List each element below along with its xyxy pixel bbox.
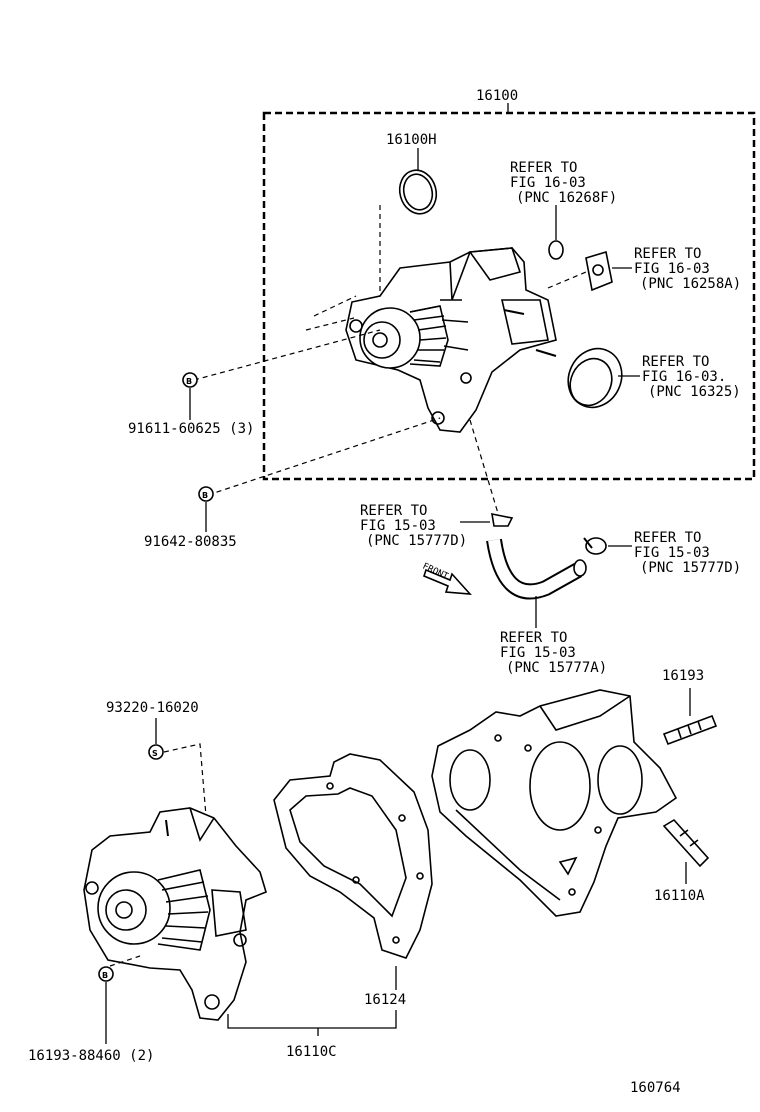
svg-text:B: B [102, 971, 108, 980]
water-pump-lower-icon [83, 807, 267, 1021]
refer-15777d-left: REFER TO FIG 15-03 (PNC 15777D) [360, 503, 467, 549]
label-91642: 91642-80835 [144, 534, 237, 550]
o-ring-icon [379, 148, 438, 300]
refer-15777a: REFER TO FIG 15-03 (PNC 15777A) [500, 630, 607, 676]
refer-16325: REFER TO FIG 16-03. (PNC 16325) [642, 354, 741, 400]
label-93220: 93220-16020 [106, 700, 199, 716]
front-arrow-icon [423, 568, 472, 595]
label-16124: 16124 [364, 992, 406, 1008]
svg-text:B: B [186, 377, 192, 386]
gasket-icon [273, 753, 433, 990]
clamp-icon [460, 512, 514, 527]
oil-seal-icon [567, 347, 640, 409]
assembly-frame [262, 103, 756, 481]
label-16110c: 16110C [286, 1044, 337, 1060]
svg-text:S: S [152, 749, 158, 758]
svg-text:B: B [202, 491, 208, 500]
bolt-b-icon-3: B [98, 966, 114, 1044]
label-16193: 16193 [662, 668, 704, 684]
pump-housing-icon [431, 689, 678, 917]
label-16193-88460: 16193-88460 (2) [28, 1048, 154, 1064]
bolt-b-icon-2: B [198, 486, 214, 532]
label-16110a: 16110A [654, 888, 705, 904]
refer-15777d-right: REFER TO FIG 15-03 (PNC 15777D) [634, 530, 741, 576]
refer-16268f: REFER TO FIG 16-03 (PNC 16268F) [510, 160, 617, 206]
small-o-ring-icon [548, 240, 564, 260]
refer-16258a: REFER TO FIG 16-03 (PNC 16258A) [634, 246, 741, 292]
figure-number: 160764 [630, 1080, 681, 1096]
label-16100h: 16100H [386, 132, 437, 148]
label-16100: 16100 [476, 88, 518, 104]
nut-s-icon: S [148, 718, 209, 841]
label-91611: 91611-60625 (3) [128, 421, 254, 437]
stud-icon-2 [662, 818, 710, 884]
gasket-plate-icon [547, 250, 632, 292]
clamp-icon-2 [583, 537, 632, 555]
stud-icon [662, 688, 718, 746]
water-pump-icon [345, 247, 557, 433]
bolt-b-icon: B [182, 372, 198, 420]
hose-icon [486, 538, 587, 628]
